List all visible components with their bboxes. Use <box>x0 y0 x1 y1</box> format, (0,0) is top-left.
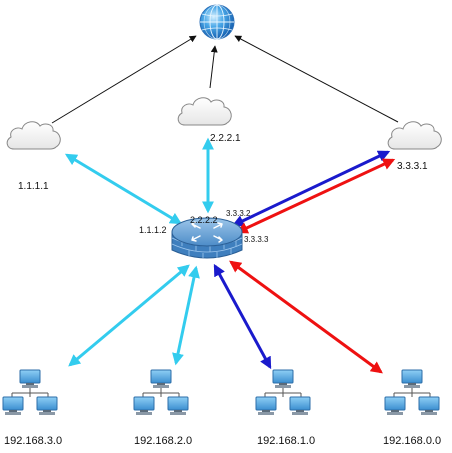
lan-subnet-label: 192.168.3.0 <box>4 435 62 447</box>
wan-links <box>64 137 396 234</box>
lan-links <box>68 260 383 374</box>
lan-computers-icon <box>384 369 440 416</box>
lan-subnet-label: 192.168.2.0 <box>134 435 192 447</box>
link-router-lan2 <box>172 265 200 366</box>
lan-0: 192.168.0.0 <box>383 369 441 447</box>
router-interface-wan3b: 3.3.3.3 <box>244 235 269 244</box>
link-router-lan0 <box>229 260 383 374</box>
link-isp3-internet <box>234 35 399 123</box>
link-isp1-internet <box>51 35 197 124</box>
link-router-lan1 <box>213 263 272 370</box>
lan-subnet-label: 192.168.1.0 <box>257 435 315 447</box>
router-interface-wan1: 1.1.1.2 <box>139 225 167 235</box>
router-interface-wan3a: 3.3.3.2 <box>226 209 251 218</box>
cloud-icon <box>387 121 442 150</box>
cloud-icon <box>177 97 232 126</box>
router-interface-wan2: 2.2.2.2 <box>190 215 218 225</box>
link-isp1-router <box>64 153 183 225</box>
lan-computers-icon <box>255 369 311 416</box>
lan-3: 192.168.3.0 <box>2 369 62 447</box>
lan-computers-icon <box>133 369 189 416</box>
globe-icon <box>199 4 235 40</box>
link-router-lan3 <box>68 264 190 367</box>
isp-ip-label: 1.1.1.1 <box>18 181 49 192</box>
link-isp3-router-red <box>235 158 396 234</box>
internet-links <box>51 35 399 124</box>
isp-cloud-3: 3.3.3.1 <box>387 121 442 172</box>
isp-ip-label: 3.3.3.1 <box>397 161 428 172</box>
isp-ip-label: 2.2.2.1 <box>210 133 241 144</box>
lan-computers-icon <box>2 369 58 416</box>
internet-globe <box>199 4 235 40</box>
isp-cloud-2: 2.2.2.1 <box>177 97 241 144</box>
cloud-icon <box>6 121 61 150</box>
isp-cloud-1: 1.1.1.1 <box>6 121 61 192</box>
link-isp3-router-blue <box>231 150 391 227</box>
firewall-router: 1.1.1.2 2.2.2.2 3.3.3.2 3.3.3.3 <box>139 209 269 259</box>
lan-2: 192.168.2.0 <box>133 369 192 447</box>
firewall-router-icon <box>171 217 243 259</box>
link-isp2-internet <box>209 45 218 89</box>
lan-subnet-label: 192.168.0.0 <box>383 435 441 447</box>
lan-1: 192.168.1.0 <box>255 369 315 447</box>
